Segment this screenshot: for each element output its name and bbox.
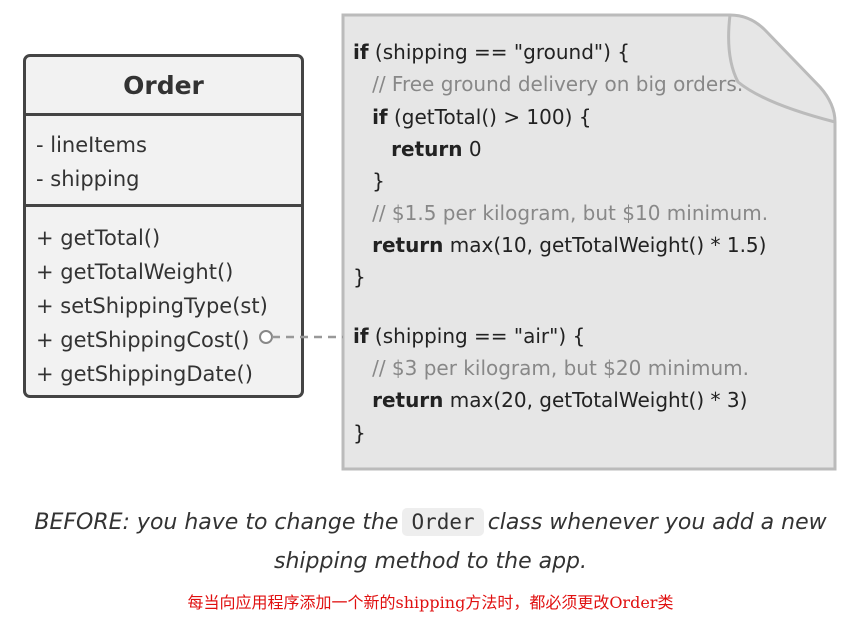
code-text [353,388,372,412]
code-text [353,137,391,161]
code-comment: // $3 per kilogram, but $20 minimum. [372,356,749,380]
code-line: if (getTotal() > 100) { [353,101,592,133]
code-text: max(20, getTotalWeight() * 3) [443,388,748,412]
code-line: } [353,261,366,293]
code-line: // Free ground delivery on big orders. [353,68,743,100]
translation-note: 每当向应用程序添加一个新的shipping方法时，都必须更改Order类 [187,593,674,612]
caption-code-word: Order [402,508,484,536]
code-keyword: if [353,40,369,64]
code-line: return max(20, getTotalWeight() * 3) [353,384,747,416]
code-keyword: return [372,233,444,257]
code-text: } [353,421,366,445]
method-line: + setShippingType(st) [36,294,268,318]
code-text: 0 [462,137,482,161]
code-text: max(10, getTotalWeight() * 1.5) [443,233,767,257]
code-text [353,105,372,129]
code-line: if (shipping == "air") { [353,320,585,352]
class-fields: - lineItems - shipping [26,116,301,207]
code-note [341,13,837,471]
code-keyword: if [372,105,388,129]
code-line: // $1.5 per kilogram, but $10 minimum. [353,197,768,229]
code-text: (shipping == "ground") { [368,40,630,64]
code-line: } [353,417,366,449]
code-line: // $3 per kilogram, but $20 minimum. [353,352,749,384]
caption-line-2: shipping method to the app. [274,549,587,574]
method-line: + getTotal() [36,226,161,250]
code-text: (shipping == "air") { [368,324,586,348]
connector-end-circle [259,330,273,344]
method-line: + getShippingCost() [36,328,250,352]
class-methods: + getTotal() + getTotalWeight() + setShi… [26,207,301,391]
code-text [353,201,372,225]
code-line: return 0 [353,133,482,165]
code-text [353,72,372,96]
code-comment: // Free ground delivery on big orders. [372,72,744,96]
code-comment: // $1.5 per kilogram, but $10 minimum. [372,201,769,225]
field-line: - lineItems [36,133,147,157]
code-keyword: if [353,324,369,348]
code-line: } [353,165,385,197]
code-text: } [353,169,385,193]
method-line: + getTotalWeight() [36,260,234,284]
code-text: } [353,265,366,289]
order-class-box: Order - lineItems - shipping + getTotal(… [23,54,304,398]
caption-before: BEFORE: you have to change the [34,510,399,535]
code-keyword: return [391,137,463,161]
field-line: - shipping [36,167,140,191]
class-name: Order [26,57,301,116]
code-text [353,356,372,380]
code-text [353,233,372,257]
code-text: (getTotal() > 100) { [387,105,592,129]
code-line: if (shipping == "ground") { [353,36,630,68]
caption-after: class whenever you add a new [487,510,827,535]
page-curl [727,14,836,124]
code-line: return max(10, getTotalWeight() * 1.5) [353,229,766,261]
code-keyword: return [372,388,444,412]
method-line: + getShippingDate() [36,362,253,386]
